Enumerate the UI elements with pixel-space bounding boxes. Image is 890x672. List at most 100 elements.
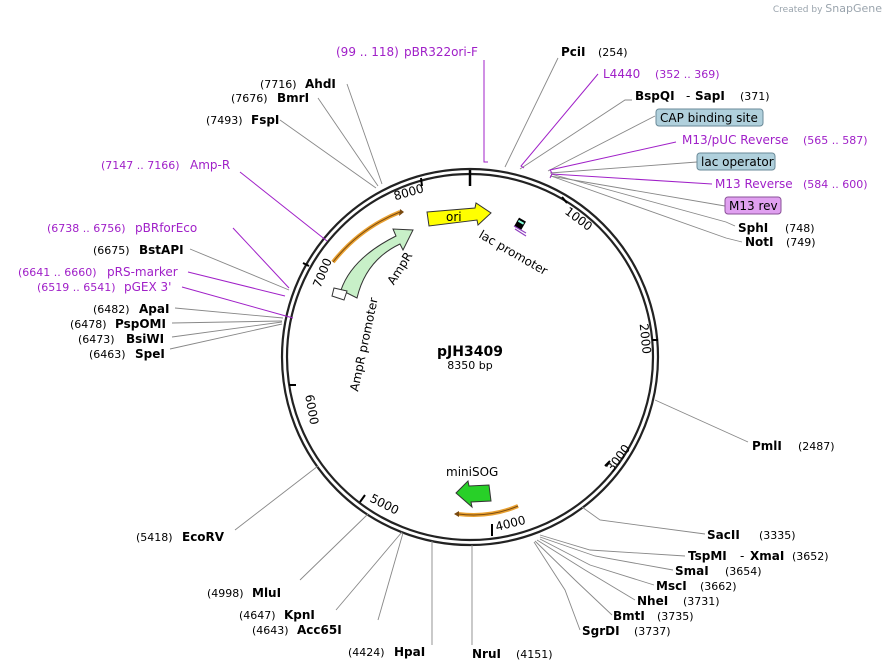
tick-label-4000: 4000 — [494, 513, 527, 534]
enzyme-sgrdi-pos: (3737) — [634, 625, 671, 638]
enzyme-tspmi-pos: (3652) — [792, 550, 829, 563]
tick-label-2000: 2000 — [637, 323, 654, 355]
enzyme-bspqi-pos: (371) — [740, 90, 770, 103]
ampr-promoter-label: AmpR promoter — [347, 296, 381, 392]
enzyme-msci-pos: (3662) — [700, 580, 737, 593]
ampr-promoter-track — [332, 211, 401, 263]
leader-pbrforeco — [232, 227, 290, 289]
enzyme-bsiwi-pos: (6473) — [78, 333, 115, 346]
enzyme-smai-pos: (3654) — [725, 565, 762, 578]
enzyme-hpai-pos: (4424) — [348, 646, 385, 659]
ori-label: ori — [446, 210, 462, 224]
enzyme-ecorv-name: EcoRV — [182, 530, 225, 544]
leader-m13puc-reverse — [549, 141, 677, 174]
tick-8000 — [420, 177, 423, 187]
plasmid-name: pJH3409 — [437, 344, 503, 360]
minisog-promoter-track — [457, 505, 519, 516]
enzyme-spei-name: SpeI — [135, 347, 165, 361]
leader-spei — [169, 323, 283, 350]
enzyme-hpai-name: HpaI — [394, 645, 425, 659]
primer-leader-lines — [181, 60, 713, 319]
m13-rev-box — [724, 196, 782, 215]
tick-1000 — [561, 196, 568, 204]
enzyme-mlui-name: MluI — [252, 586, 281, 600]
leader-tspmi — [539, 534, 686, 557]
enzyme-bstapi-name: BstAPI — [139, 243, 184, 257]
m13-rev-label: M13 rev — [729, 199, 778, 213]
enzyme-bmti-name: BmtI — [613, 609, 645, 623]
enzyme-labels: PciI (254) BspQI - SapI (371) SphI (748)… — [70, 45, 835, 661]
enzyme-pmli-name: PmlI — [752, 439, 782, 453]
minisog-promoter-arrowhead — [454, 511, 459, 517]
enzyme-ahdi-pos: (7716) — [260, 78, 297, 91]
enzyme-apai-name: ApaI — [139, 302, 169, 316]
enzyme-bstapi-pos: (6675) — [93, 244, 130, 257]
enzyme-sgrdi-name: SgrDI — [582, 624, 620, 638]
enzyme-tspmi-name: TspMI — [688, 549, 727, 563]
tick-3000 — [604, 460, 611, 467]
ampr-arrow — [340, 228, 414, 299]
enzyme-sacii-pos: (3335) — [759, 529, 796, 542]
minisog-arrow — [455, 479, 492, 509]
leader-pgex3 — [181, 286, 294, 319]
enzyme-xmai-name: XmaI — [750, 549, 784, 563]
lac-operator-label: lac operator — [701, 155, 774, 169]
primer-prsmarker-name: pRS-marker — [107, 265, 178, 279]
leader-smai — [539, 536, 674, 571]
lac-promoter-marks — [513, 217, 527, 237]
primer-pgex3-range: (6519 .. 6541) — [37, 281, 116, 294]
enzyme-pcii-name: PciI — [561, 45, 586, 59]
tick-label-6000: 6000 — [302, 393, 321, 426]
enzyme-apai-pos: (6482) — [93, 303, 130, 316]
enzyme-noti-pos: (749) — [786, 236, 816, 249]
leader-mlui — [299, 513, 369, 581]
backbone-outer-ring — [280, 167, 660, 547]
leader-ecorv — [234, 465, 319, 531]
leader-l4440 — [520, 73, 599, 169]
enzyme-sphi-pos: (748) — [785, 222, 815, 235]
ori-arrow — [426, 202, 492, 227]
snapgene-watermark: Created by SnapGene — [773, 2, 882, 15]
leader-ahdi — [346, 83, 383, 185]
leader-bstapi — [189, 248, 290, 291]
enzyme-nrui-name: NruI — [472, 647, 501, 661]
enzyme-fspi-name: FspI — [251, 113, 279, 127]
enzyme-sacii-name: SacII — [707, 528, 740, 542]
leader-pcii — [504, 57, 559, 168]
enzyme-pspomi-name: PspOMI — [115, 317, 166, 331]
leader-amp-r — [239, 171, 328, 242]
enzyme-bspqi-sep: - — [686, 89, 690, 103]
leader-acc65i — [377, 532, 404, 621]
enzyme-msci-name: MscI — [656, 579, 687, 593]
leader-bspqi — [519, 99, 632, 170]
primer-ampr-name: Amp-R — [190, 158, 230, 172]
leader-pmli — [654, 399, 749, 443]
leader-sphi — [550, 173, 736, 227]
leader-kpni — [335, 531, 403, 611]
enzyme-mlui-pos: (4998) — [207, 587, 244, 600]
snapgene-logo: SnapGene — [825, 2, 882, 15]
leader-fspi — [279, 119, 377, 189]
primer-l4440-range: (352 .. 369) — [655, 68, 720, 81]
scale-ticks — [289, 177, 658, 536]
enzyme-kpni-pos: (4647) — [239, 609, 276, 622]
leader-prs-marker — [187, 271, 286, 297]
enzyme-sphi-name: SphI — [738, 221, 768, 235]
enzyme-nrui-pos: (4151) — [516, 648, 553, 661]
enzyme-bmti-pos: (3735) — [657, 610, 694, 623]
enzyme-smai-name: SmaI — [675, 564, 709, 578]
enzyme-ahdi-name: AhdI — [305, 77, 336, 91]
leader-lac-operator — [549, 161, 698, 174]
enzyme-nhei-name: NheI — [637, 594, 668, 608]
primer-l4440-name: L4440 — [603, 67, 640, 81]
enzyme-pcii-pos: (254) — [598, 46, 628, 59]
enzyme-fspi-pos: (7493) — [206, 114, 243, 127]
leader-bsiwi — [171, 321, 283, 338]
ampr-promoter-arrowhead — [399, 209, 404, 216]
leader-noti — [550, 175, 743, 243]
leader-m13-reverse — [549, 173, 713, 185]
enzyme-kpni-name: KpnI — [284, 608, 315, 622]
leader-sgrdi — [533, 541, 581, 631]
primer-pbrforeco-name: pBRforEco — [135, 221, 197, 235]
leader-cap-binding-site — [547, 115, 656, 172]
